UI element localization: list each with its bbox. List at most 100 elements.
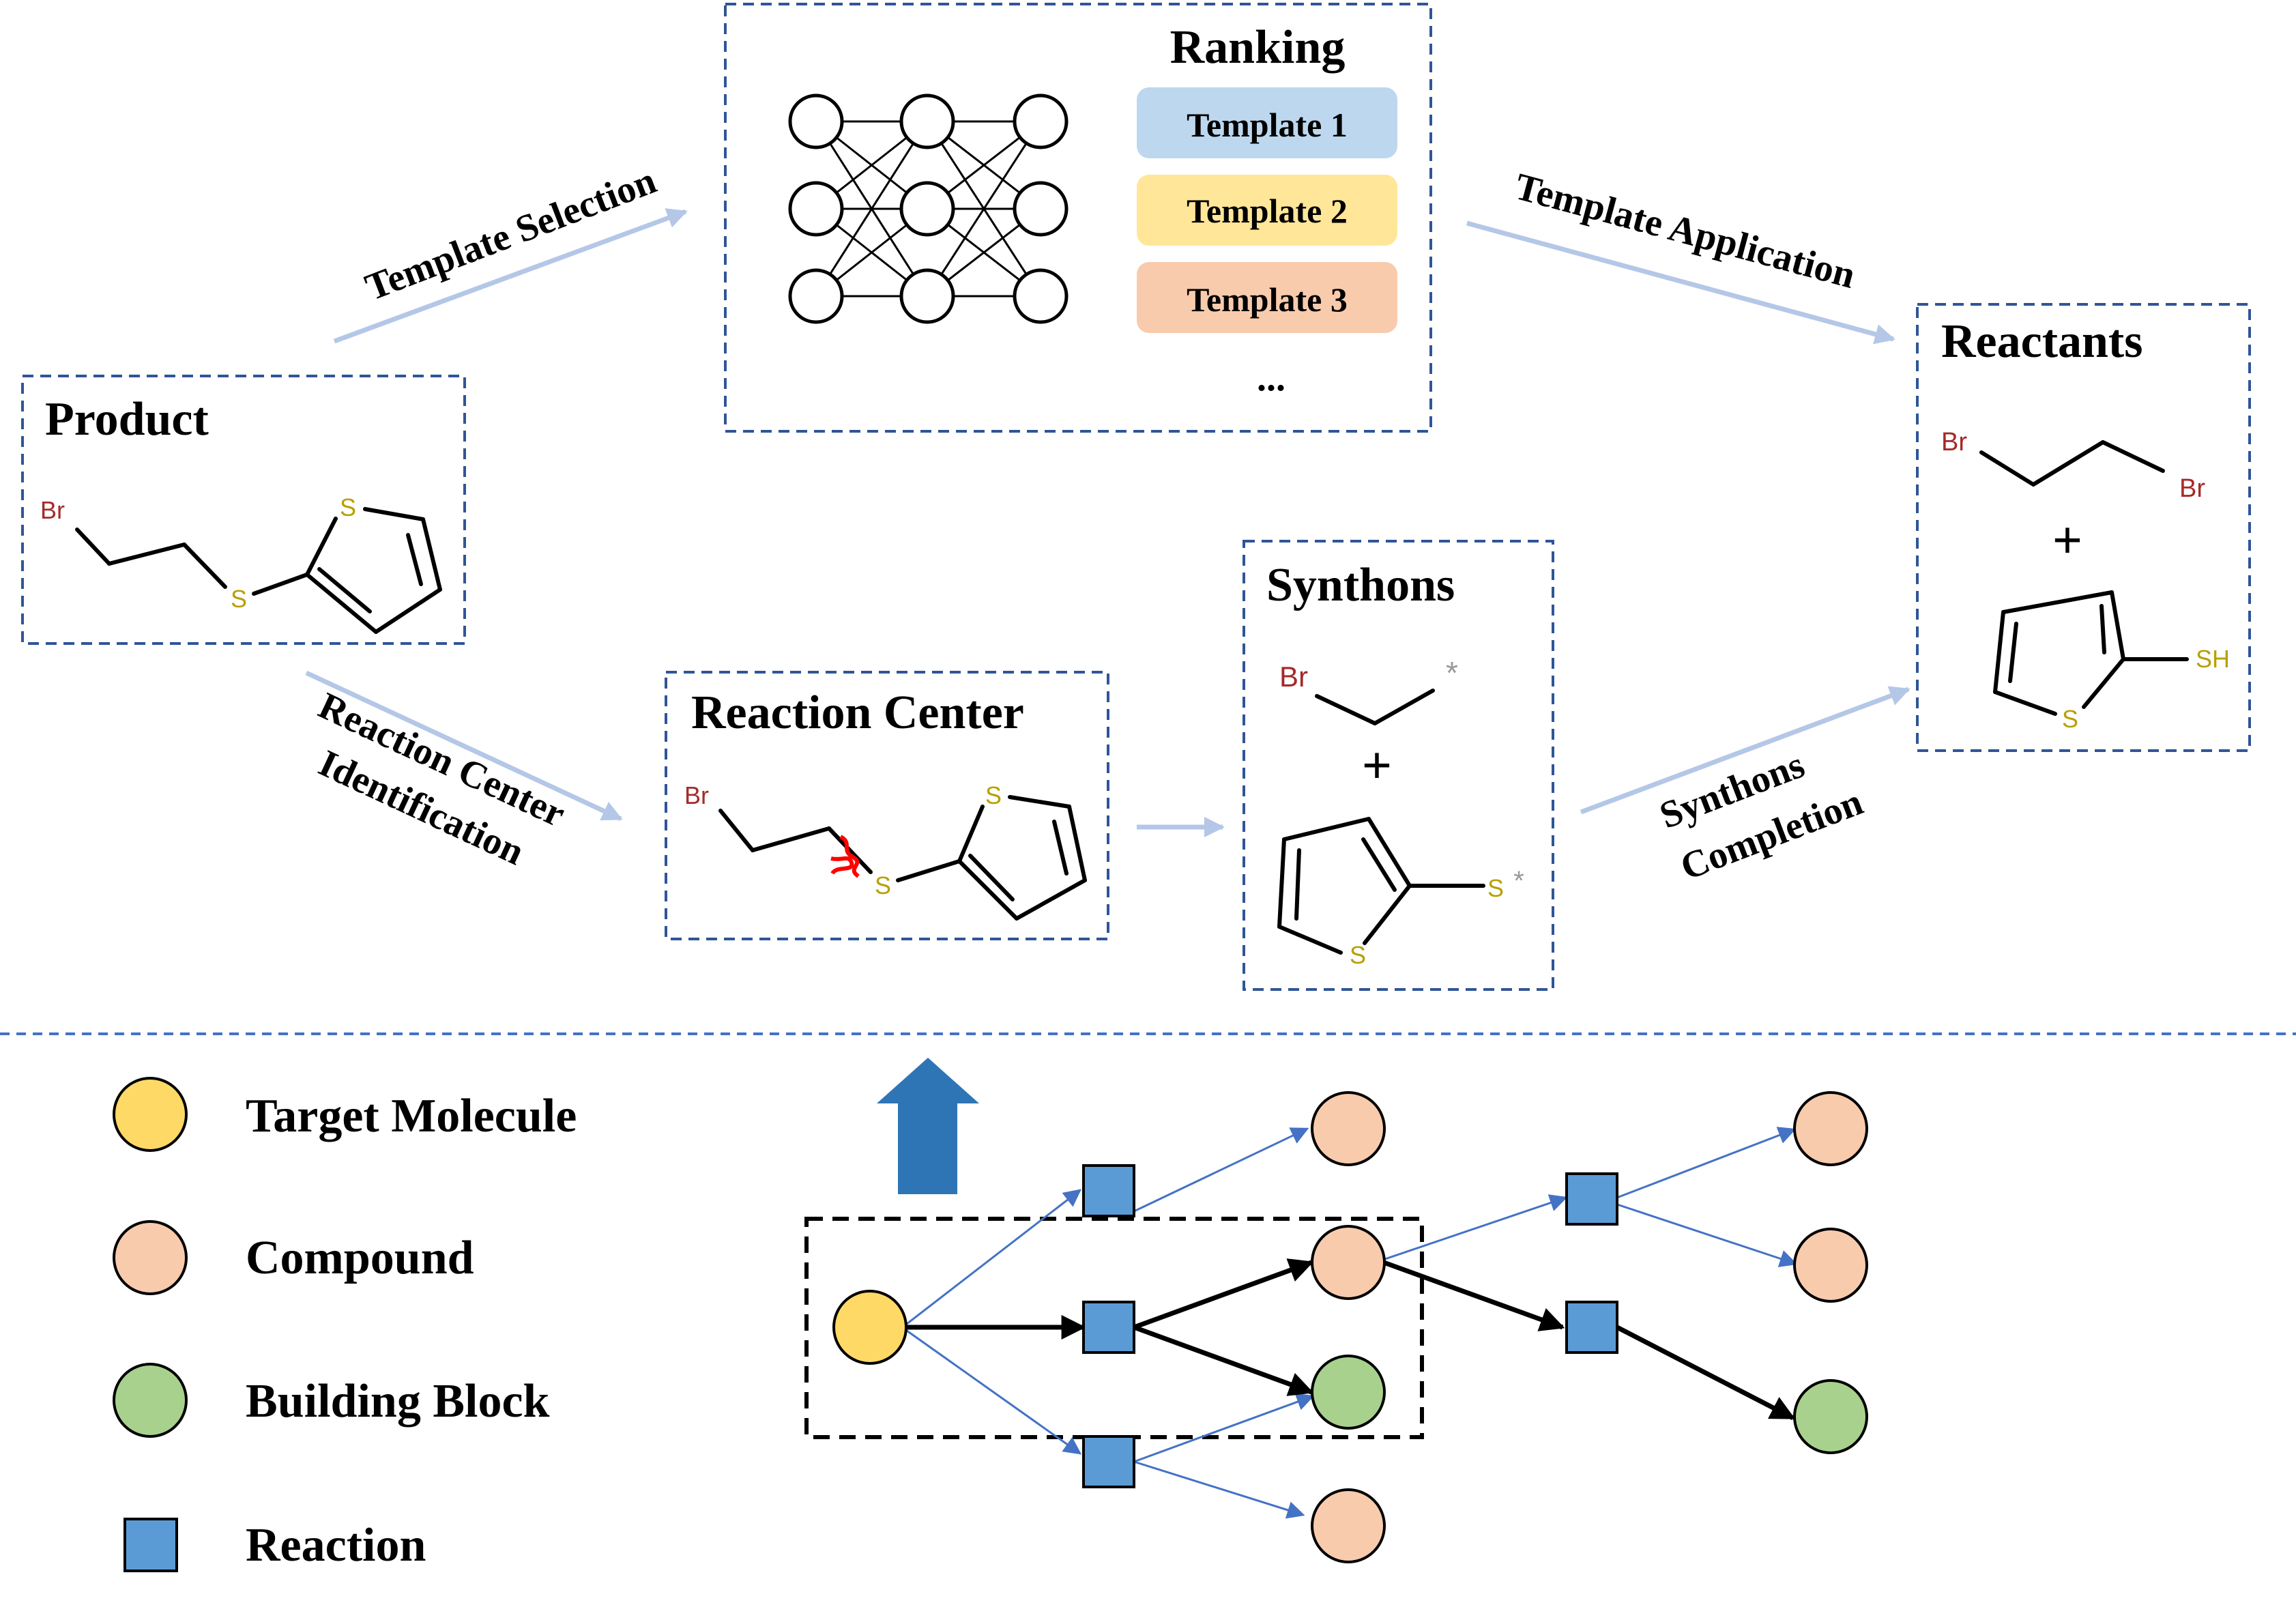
synthon-ring-s-atom: S (1350, 941, 1366, 969)
template-1-chip (1137, 87, 1397, 158)
synthons-panel: Synthons Br * + S S * (1243, 540, 1554, 991)
edge-rxn-bottom-to-compound (1133, 1460, 1305, 1519)
legend-target-label: Target Molecule (246, 1090, 577, 1142)
template-application-arrow (1466, 220, 1895, 345)
legend-building-block-label: Building Block (246, 1375, 550, 1428)
synthon-br-atom: Br (1279, 661, 1308, 693)
nn-node (899, 268, 955, 324)
nn-node (899, 93, 955, 149)
template-selection-label: Template Selection (360, 160, 662, 309)
template-3-label: Template 3 (1187, 280, 1348, 319)
edge-rxn-right-top-to-compound-2 (1616, 1203, 1798, 1267)
reaction-node-middle (1082, 1301, 1135, 1354)
edge-target-to-rxn-top (906, 1189, 1082, 1325)
compound-node-4 (1793, 1091, 1868, 1166)
expand-up-arrow (877, 1058, 979, 1194)
edge-rxn-bottom-to-bb (1133, 1393, 1315, 1463)
synthons-plus: + (1362, 736, 1392, 795)
edge-compound-to-rxn-right-bottom (1382, 1260, 1565, 1331)
nn-node (788, 93, 844, 149)
reaction-center-title: Reaction Center (691, 686, 1024, 739)
templates-ellipsis: ... (1257, 357, 1285, 399)
product-molecule (75, 507, 442, 634)
synthon-1-star: * (1446, 655, 1458, 691)
edge-target-to-rxn-bottom (906, 1329, 1082, 1455)
product-s-atom: S (231, 585, 247, 613)
edge-rxn-middle-to-compound (1133, 1258, 1314, 1330)
ranking-title: Ranking (1170, 21, 1346, 74)
product-panel: Product Br S S (21, 375, 466, 645)
target-molecule-node (832, 1290, 907, 1365)
nn-connection (815, 121, 929, 297)
legend-compound-swatch (113, 1220, 188, 1295)
reactant-br-atom-2: Br (2179, 474, 2205, 503)
product-box (21, 375, 466, 645)
reactant-br-atom-1: Br (1941, 428, 1967, 457)
legend-reaction-label: Reaction (246, 1519, 426, 1572)
edge-rxn-right-bottom-to-bb (1616, 1325, 1796, 1421)
reaction-node-top (1082, 1164, 1135, 1217)
nn-node (1013, 93, 1069, 149)
reaction-center-box (665, 671, 1109, 940)
bond-cut-mark (839, 835, 860, 878)
edge-rxn-top-to-compound (1132, 1127, 1309, 1213)
legend-target-swatch (113, 1077, 188, 1152)
reactant-ring-s-atom: S (2062, 705, 2078, 733)
template-1-label: Template 1 (1187, 106, 1348, 144)
bond-cut-mark-2 (830, 856, 854, 875)
synthons-box (1243, 540, 1554, 991)
reaction-center-molecule (718, 795, 1087, 921)
nn-node (788, 268, 844, 324)
reaction-center-identification-arrow (305, 670, 623, 822)
reactant-sh-atom: SH (2196, 645, 2230, 673)
synthon-2-star: * (1513, 866, 1524, 896)
ranking-panel: Ranking Template 1 Template 2 Template 3… (724, 3, 1432, 433)
nn-connection (926, 121, 1042, 297)
search-tree (804, 1058, 1868, 1563)
compound-node-1 (1311, 1091, 1386, 1166)
reactants-panel: Reactants Br Br + S SH (1916, 303, 2251, 752)
legend-compound-label: Compound (246, 1232, 474, 1284)
product-ring-s-atom: S (340, 493, 356, 521)
synthon-s-atom: S (1487, 874, 1504, 902)
template-selection-arrow (333, 208, 688, 344)
template-application-label: Template Application (1511, 165, 1859, 297)
compound-node-5 (1793, 1228, 1868, 1303)
neural-network-icon (788, 93, 1069, 324)
nn-node (899, 181, 955, 237)
legend: Target Molecule Compound Building Block … (113, 1077, 577, 1572)
synthons-completion-arrow (1580, 686, 1910, 815)
edge-compound-to-rxn-right-top (1384, 1194, 1568, 1260)
product-title: Product (45, 393, 209, 446)
edge-rxn-right-top-to-compound-1 (1616, 1127, 1797, 1199)
compound-node-2 (1311, 1225, 1386, 1300)
synthon-2-molecule (1277, 817, 1485, 955)
nn-node (1013, 268, 1069, 324)
synthon-1-molecule (1315, 689, 1435, 725)
reaction-node-right-top (1565, 1172, 1618, 1226)
edge-rxn-middle-to-bb (1133, 1325, 1314, 1396)
reactants-plus: + (2052, 510, 2082, 570)
synthons-title: Synthons (1266, 559, 1455, 611)
building-block-node-1 (1311, 1355, 1386, 1430)
template-2-label: Template 2 (1187, 192, 1348, 230)
reactants-title: Reactants (1941, 315, 2142, 368)
reactant-1-molecule (1979, 440, 2165, 487)
reaction-center-panel: Reaction Center Br S S (665, 671, 1109, 940)
reaction-node-bottom (1082, 1435, 1135, 1488)
legend-reaction-swatch (123, 1518, 178, 1572)
template-3-chip (1137, 262, 1397, 333)
nn-node (788, 181, 844, 237)
rc-ring-s-atom: S (985, 781, 1002, 809)
reactant-2-molecule (1993, 590, 2189, 716)
reactants-box (1916, 303, 2251, 752)
rc-s-atom: S (875, 871, 891, 899)
rc-br-atom: Br (684, 781, 709, 809)
legend-building-block-swatch (113, 1363, 188, 1438)
reaction-node-right-bottom (1565, 1301, 1618, 1354)
nn-node (1013, 181, 1069, 237)
template-2-chip (1137, 175, 1397, 246)
compound-node-3 (1311, 1488, 1386, 1563)
